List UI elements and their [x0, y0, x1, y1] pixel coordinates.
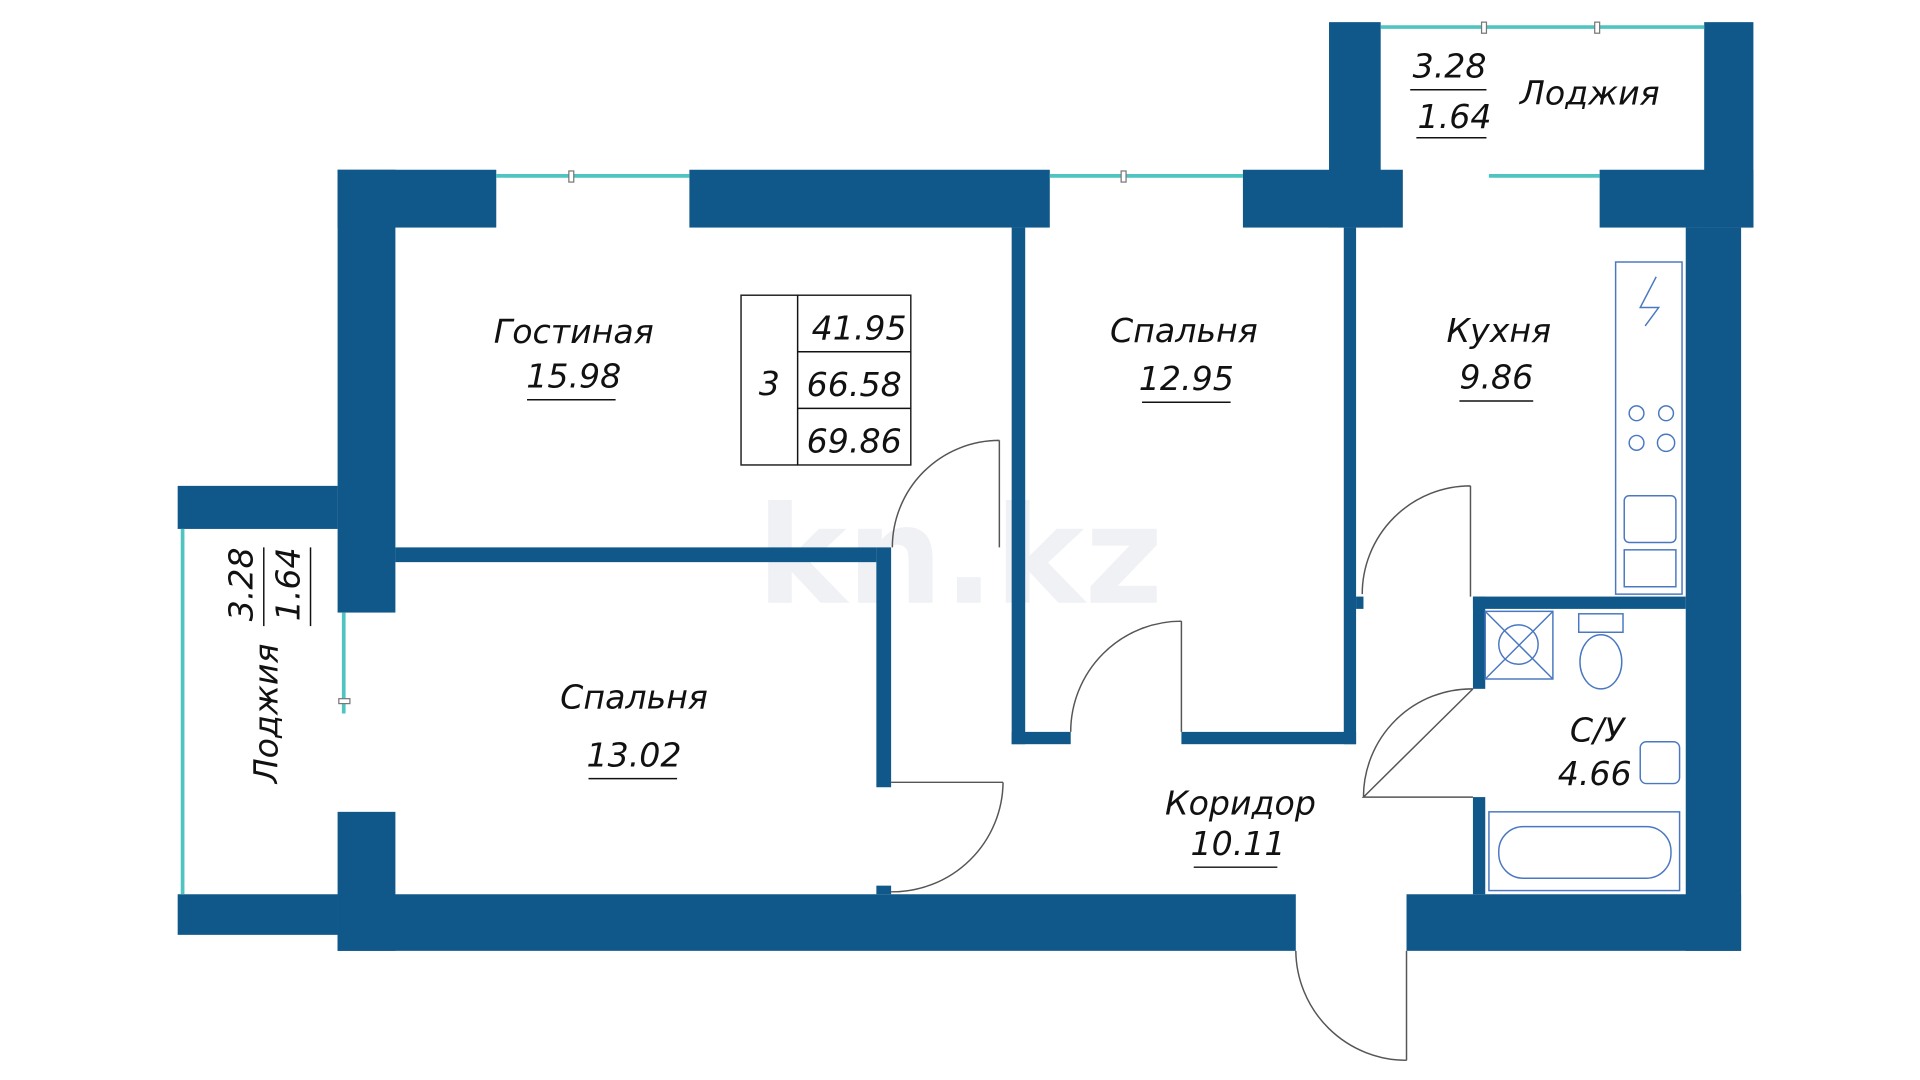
living-room-area: 15.98 [526, 356, 621, 395]
loggia-left-area: 3.28 [222, 547, 261, 621]
total-area-with-loggia: 69.86 [807, 422, 902, 461]
corridor-name: Коридор [1165, 783, 1316, 822]
walls [177, 22, 1754, 951]
loggia-top-reduced-area: 1.64 [1418, 97, 1492, 136]
loggia-top-name: Лоджия [1519, 74, 1660, 113]
doors [891, 439, 1474, 1062]
kitchen-area: 9.86 [1459, 358, 1533, 397]
windows [180, 21, 1705, 895]
loggia-top-area: 3.28 [1413, 46, 1487, 85]
bathroom-name: С/У [1570, 711, 1627, 750]
corridor-area: 10.11 [1190, 824, 1285, 863]
bedroom1-name: Спальня [560, 678, 708, 717]
room-labels: Гостиная 15.98 Спальня 13.02 Спальня 12.… [222, 46, 1660, 868]
area-summary-table: 3 41.95 66.58 69.86 [740, 294, 912, 466]
electric-icon [1639, 276, 1661, 327]
bathroom-fixtures [1484, 610, 1681, 892]
kitchen-name: Кухня [1446, 311, 1551, 350]
bathroom-area: 4.66 [1558, 754, 1632, 793]
bedroom2-area: 12.95 [1139, 359, 1234, 398]
bedroom2-name: Спальня [1110, 311, 1258, 350]
loggia-left-reduced-area: 1.64 [268, 547, 307, 621]
bedroom1-area: 13.02 [587, 735, 682, 774]
total-area: 66.58 [807, 365, 902, 404]
living-area: 41.95 [812, 308, 907, 347]
room-count: 3 [759, 364, 780, 403]
kitchen-fixtures [1614, 261, 1683, 595]
living-room-name: Гостиная [494, 312, 654, 351]
loggia-left-name: Лоджия [246, 644, 285, 785]
